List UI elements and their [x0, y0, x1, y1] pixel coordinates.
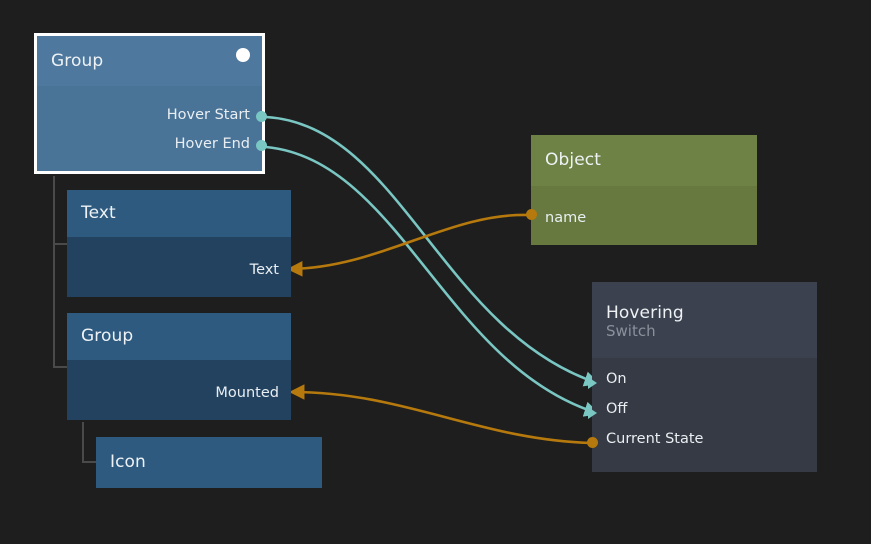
node-group-root[interactable]: Group Hover Start Hover End	[34, 33, 265, 174]
node-hovering-header[interactable]: Hovering Switch	[592, 282, 817, 358]
node-text-title: Text	[81, 203, 116, 224]
node-object-title: Object	[545, 150, 601, 171]
node-icon-header[interactable]: Icon	[96, 437, 322, 488]
port-hover-start[interactable]: Hover Start	[166, 107, 250, 123]
node-icon[interactable]: Icon	[96, 437, 322, 488]
port-triangle-off[interactable]	[588, 407, 597, 419]
node-hovering[interactable]: Hovering Switch On Off Current State	[592, 282, 817, 472]
node-text[interactable]: Text Text	[67, 190, 291, 297]
node-group-child-title: Group	[81, 326, 134, 347]
node-group-root-title: Group	[51, 50, 104, 71]
node-hovering-title: Hovering	[606, 302, 684, 323]
node-group-child-body[interactable]: Mounted	[67, 360, 291, 420]
node-icon-title: Icon	[110, 452, 146, 473]
node-text-body[interactable]: Text	[67, 237, 291, 297]
port-dot-current-state[interactable]	[587, 437, 598, 448]
port-hover-end[interactable]: Hover End	[174, 136, 250, 152]
node-group-root-body[interactable]: Hover Start Hover End	[37, 86, 262, 171]
port-dot-name[interactable]	[526, 209, 537, 220]
tree-spine-root	[53, 176, 55, 368]
tree-spine-group	[82, 422, 84, 463]
tree-branch-text	[53, 243, 67, 245]
selected-dot-icon[interactable]	[236, 48, 250, 62]
node-group-child[interactable]: Group Mounted	[67, 313, 291, 420]
node-object[interactable]: Object name	[531, 135, 757, 245]
tree-branch-icon	[82, 461, 96, 463]
edge-name-to-text	[286, 213, 531, 277]
port-current-state[interactable]: Current State	[606, 431, 704, 447]
node-object-body[interactable]: name	[531, 186, 757, 245]
node-hovering-subtitle: Switch	[606, 322, 656, 341]
node-group-child-header[interactable]: Group	[67, 313, 291, 360]
port-on[interactable]: On	[606, 371, 627, 387]
node-text-header[interactable]: Text	[67, 190, 291, 237]
tree-branch-group	[53, 366, 67, 368]
port-text-out[interactable]: Text	[249, 262, 279, 278]
port-dot-hover-start[interactable]	[256, 111, 267, 122]
port-dot-hover-end[interactable]	[256, 140, 267, 151]
node-group-root-header[interactable]: Group	[37, 36, 262, 86]
port-mounted[interactable]: Mounted	[215, 385, 279, 401]
edge-current-state-to-mounted	[288, 384, 593, 445]
port-name[interactable]: name	[545, 210, 587, 226]
node-object-header[interactable]: Object	[531, 135, 757, 186]
port-triangle-on[interactable]	[588, 377, 597, 389]
port-off[interactable]: Off	[606, 401, 628, 417]
node-hovering-body[interactable]: On Off Current State	[592, 358, 817, 472]
